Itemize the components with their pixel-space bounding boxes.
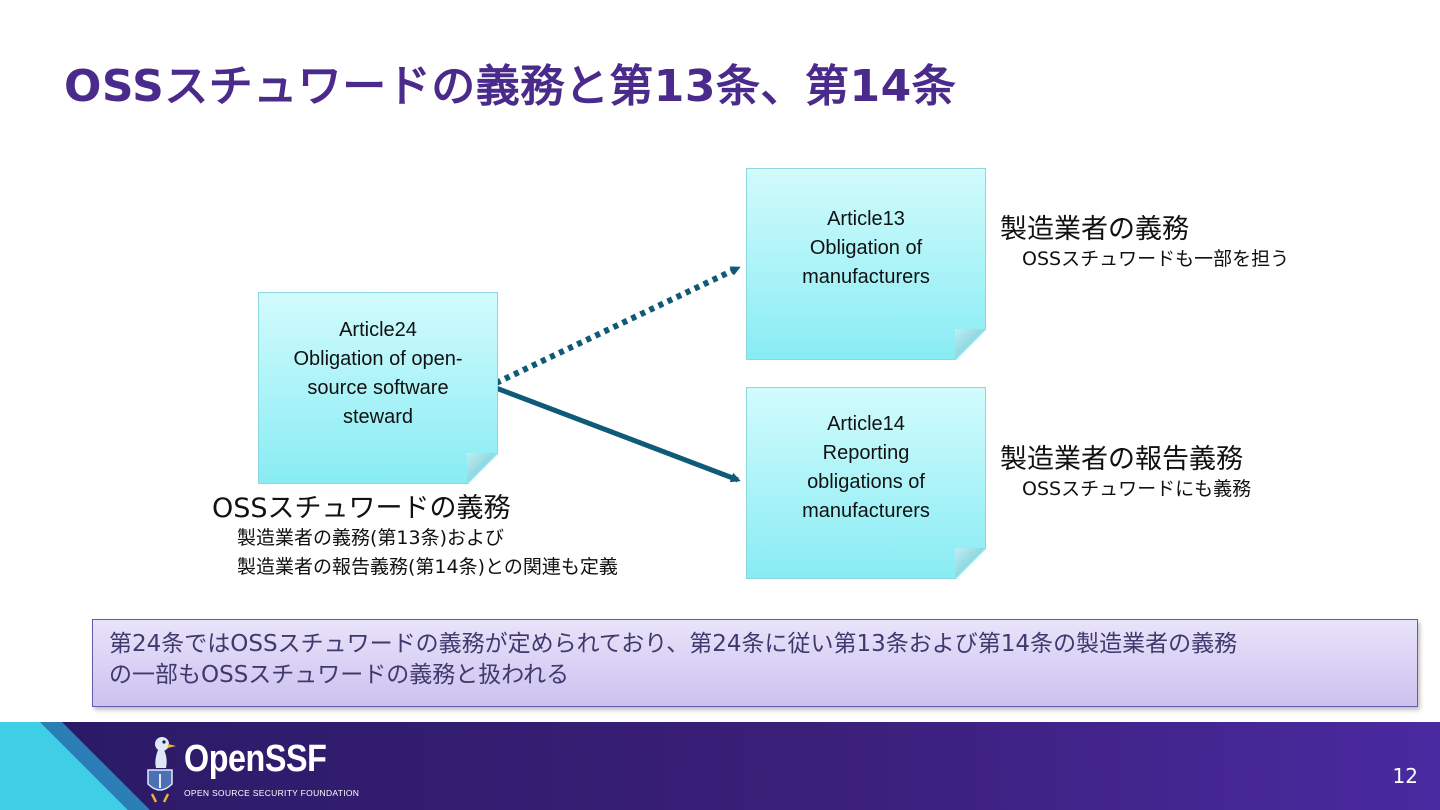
article24-note: Article24 Obligation of open- source sof… bbox=[258, 292, 498, 484]
summary-line: の一部もOSSスチュワードの義務と扱われる bbox=[109, 662, 570, 688]
art13-label-heading: 製造業者の義務 bbox=[1000, 214, 1189, 245]
logo-tagline: OPEN SOURCE SECURITY FOUNDATION bbox=[184, 788, 360, 798]
article14-note: Article14 Reporting obligations of manuf… bbox=[746, 387, 986, 579]
article24-line: steward bbox=[342, 406, 414, 428]
solid-arrow-to-article14 bbox=[495, 385, 741, 483]
footer-accent-shape bbox=[0, 722, 150, 810]
slide-title: OSSスチュワードの義務と第13条、第14条 bbox=[64, 61, 957, 112]
art13-label-sub: OSSスチュワードも一部を担う bbox=[1022, 248, 1290, 270]
article14-line: Article14 bbox=[827, 413, 905, 435]
article13-note: Article13 Obligation of manufacturers bbox=[746, 168, 986, 360]
art24-label-heading: OSSスチュワードの義務 bbox=[212, 493, 511, 524]
article14-line: obligations of bbox=[807, 471, 925, 493]
article13-line: manufacturers bbox=[802, 266, 930, 288]
footer-bar: OpenSSF OPEN SOURCE SECURITY FOUNDATION … bbox=[0, 722, 1440, 810]
dotted-arrow-to-article13 bbox=[494, 265, 741, 386]
art24-label-sub2: 製造業者の報告義務(第14条)との関連も定義 bbox=[237, 556, 618, 578]
openssf-logo: OpenSSF OPEN SOURCE SECURITY FOUNDATION bbox=[140, 732, 360, 803]
art14-label-sub: OSSスチュワードにも義務 bbox=[1022, 478, 1252, 500]
article14-line: Reporting bbox=[822, 442, 910, 464]
article14-line: manufacturers bbox=[802, 500, 930, 522]
art14-label-heading: 製造業者の報告義務 bbox=[1000, 444, 1243, 475]
article13-line: Article13 bbox=[827, 208, 905, 230]
logo-wordmark: OpenSSF bbox=[184, 738, 327, 780]
goose-mascot-icon bbox=[147, 737, 176, 803]
summary-line: 第24条ではOSSスチュワードの義務が定められており、第24条に従い第13条およ… bbox=[109, 631, 1238, 657]
article13-note-text: Article13 Obligation of manufacturers bbox=[747, 205, 985, 292]
article24-note-text: Article24 Obligation of open- source sof… bbox=[259, 316, 497, 432]
article14-note-text: Article14 Reporting obligations of manuf… bbox=[747, 410, 985, 526]
article13-line: Obligation of bbox=[809, 237, 923, 259]
summary-box: 第24条ではOSSスチュワードの義務が定められており、第24条に従い第13条およ… bbox=[92, 619, 1418, 707]
article24-line: Obligation of open- bbox=[293, 348, 463, 370]
article24-line: Article24 bbox=[339, 319, 417, 341]
article24-line: source software bbox=[307, 377, 449, 399]
art24-label-sub1: 製造業者の義務(第13条)および bbox=[237, 527, 505, 549]
page-number: 12 bbox=[1392, 764, 1418, 788]
